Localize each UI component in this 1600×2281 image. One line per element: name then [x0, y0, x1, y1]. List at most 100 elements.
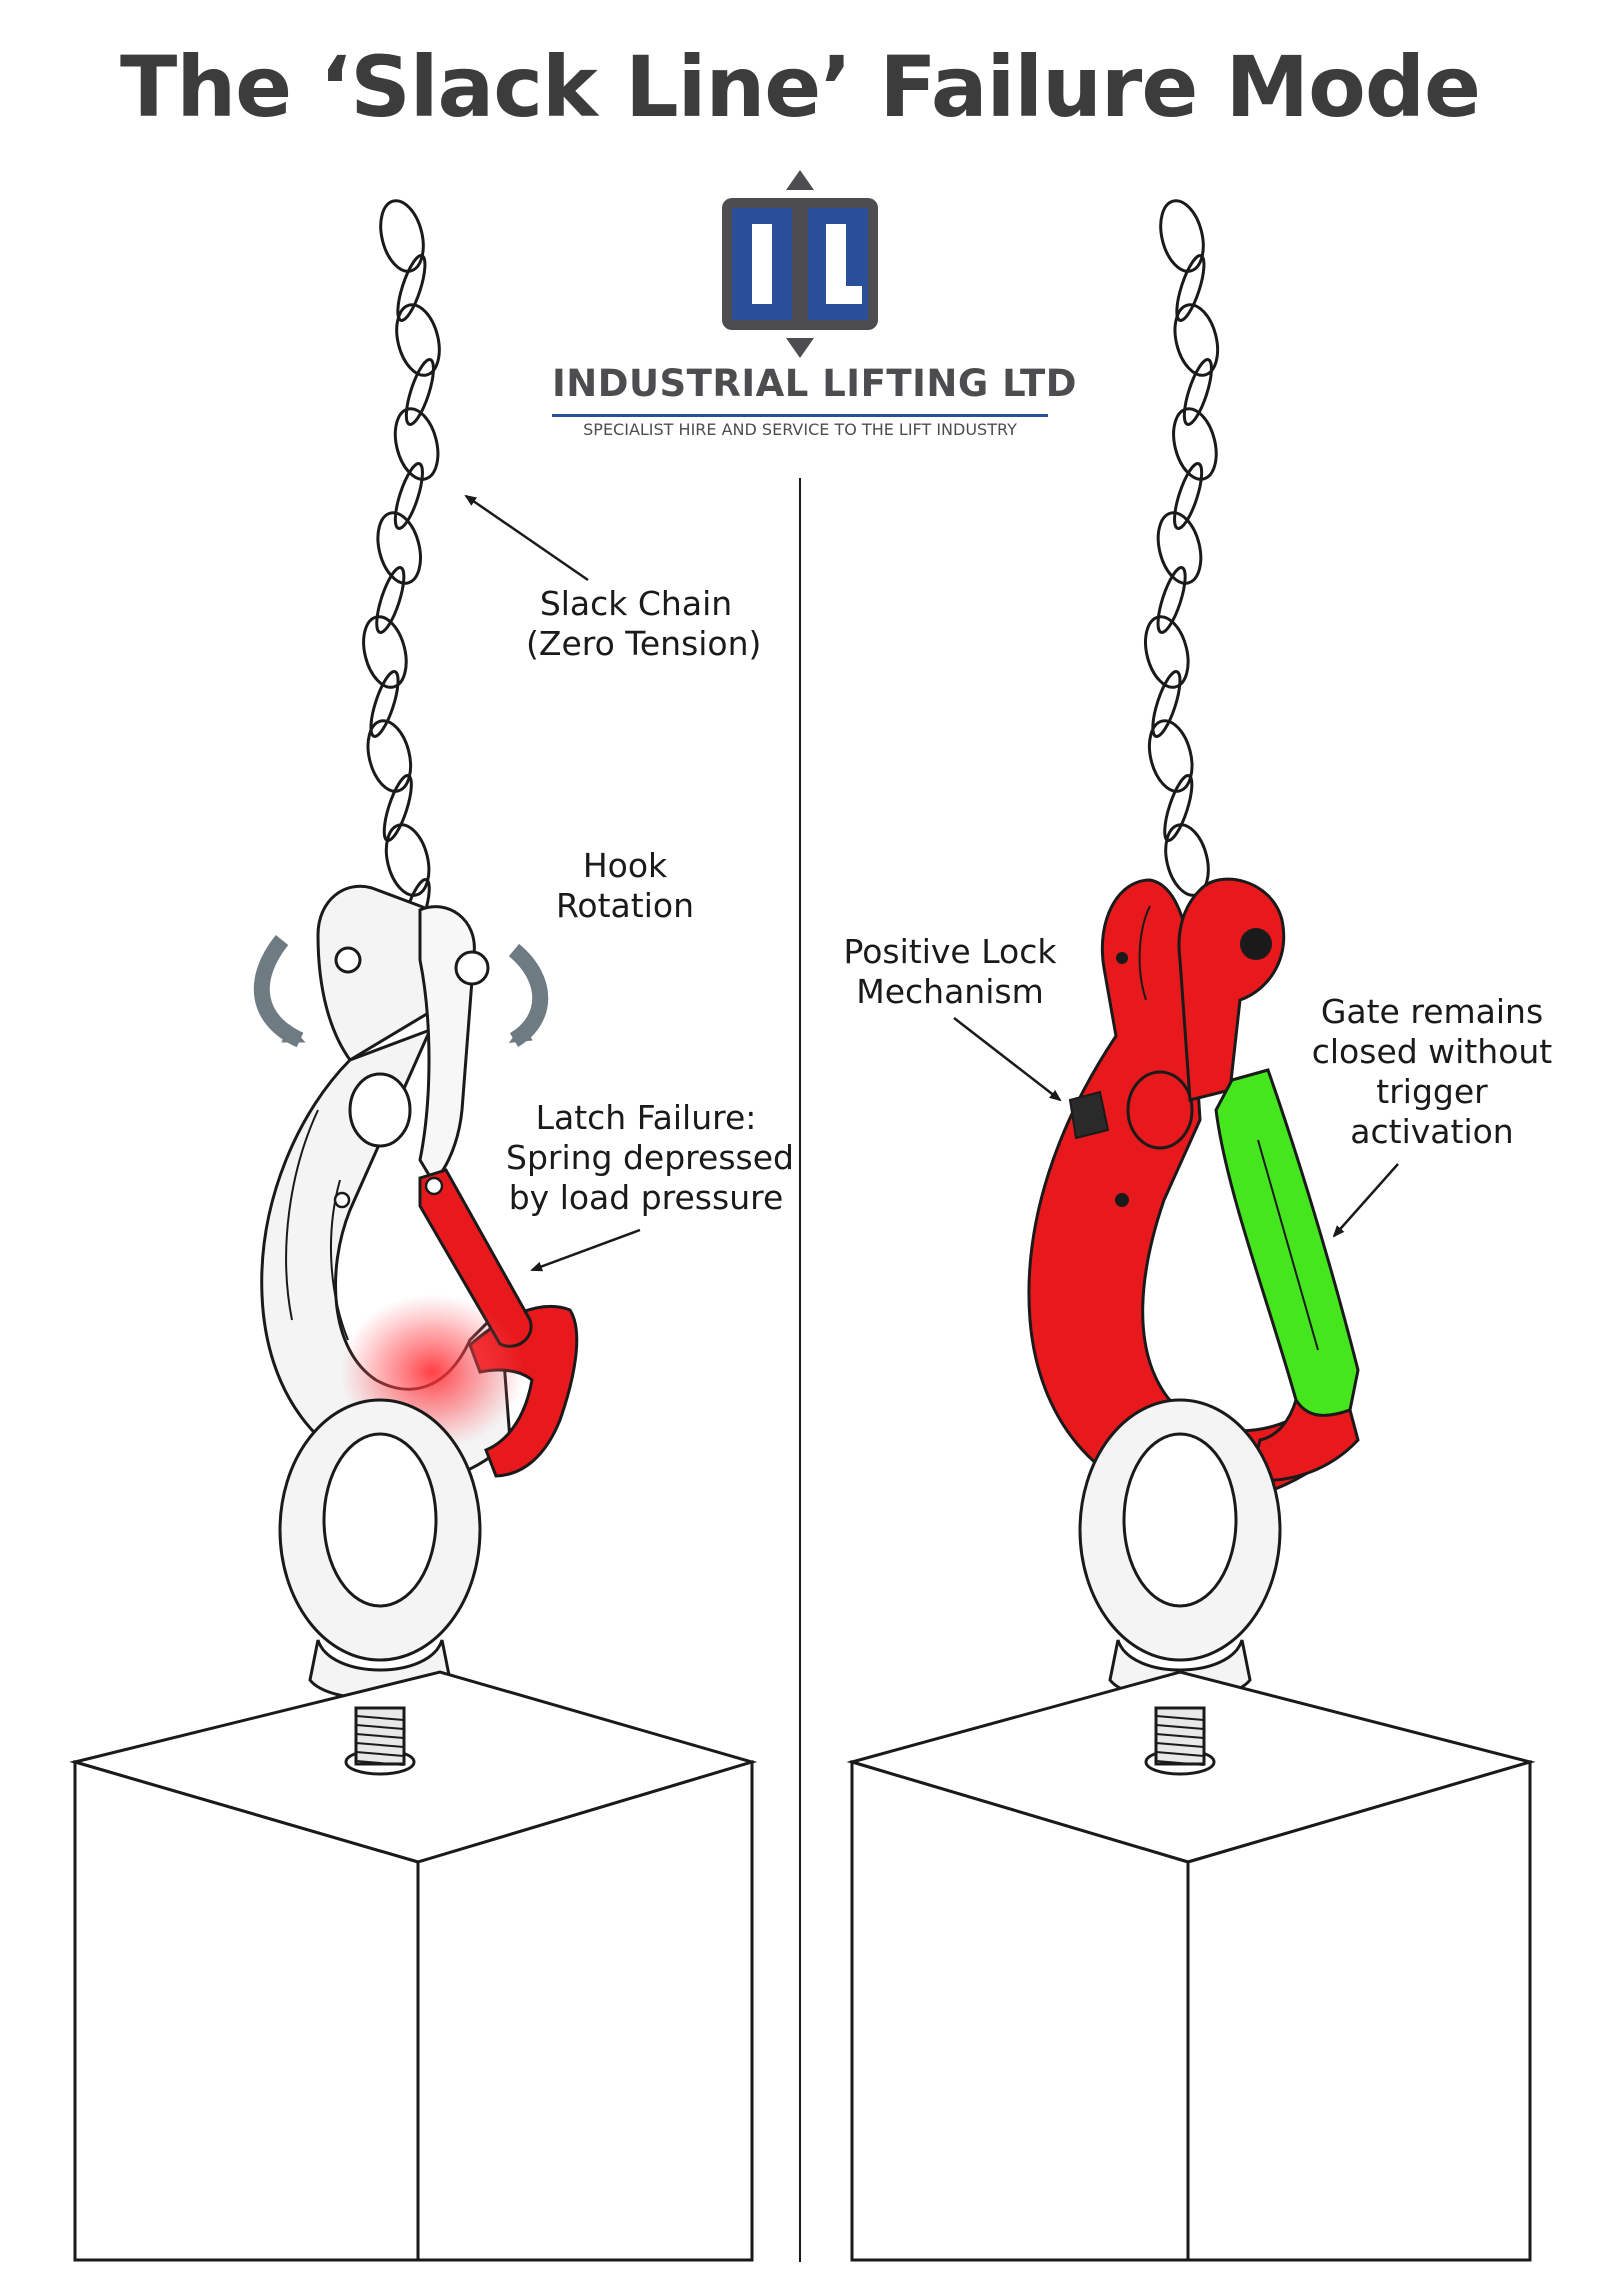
hook-rivet: [333, 1191, 351, 1209]
thread-line: [1155, 1751, 1205, 1757]
label-line: Hook: [582, 846, 668, 885]
body-hole: [1126, 1070, 1194, 1150]
chain-link-side: [1173, 462, 1204, 530]
label-line: Rotation: [555, 886, 694, 925]
hook-rear-plate: [418, 905, 476, 1182]
brand-name: INDUSTRIAL LIFTING LTD: [552, 362, 1077, 405]
chain-link: [395, 303, 441, 377]
label-gate: Gate remains closed without trigger acti…: [1296, 992, 1568, 1152]
thread-line: [355, 1742, 405, 1748]
label-positive-lock: Positive Lock Mechanism: [830, 932, 1070, 1012]
leader-latch: [530, 1228, 641, 1272]
thread-line: [355, 1760, 405, 1766]
chain-link: [1147, 719, 1194, 793]
eye-hole: [322, 1432, 438, 1608]
block-right-face: [1186, 1759, 1532, 2262]
thread-lines: [1155, 1715, 1205, 1766]
brand-rule: [552, 414, 1048, 417]
chain-link-side: [393, 462, 424, 530]
thread-line: [1155, 1742, 1205, 1748]
hook-rivet-2: [1115, 1193, 1129, 1207]
label-line: Slack Chain: [539, 584, 733, 623]
chain-link: [379, 199, 425, 273]
label-latch-failure: Latch Failure: Spring depressed by load …: [506, 1098, 794, 1218]
label-line: Gate remains: [1320, 992, 1544, 1031]
page-title: The ‘Slack Line’ Failure Mode: [120, 38, 1481, 136]
standard-hook: [260, 884, 579, 1483]
chain-right: [1144, 199, 1220, 897]
thread-line: [1155, 1724, 1205, 1730]
load-block-right: [846, 1670, 1536, 2262]
chain-link: [1172, 407, 1218, 481]
chain-link-side: [1156, 566, 1187, 634]
label-line: activation: [1350, 1112, 1514, 1151]
logo-letter-i: [752, 224, 772, 304]
safety-hook: [1027, 877, 1360, 1505]
chain-link-side: [1163, 774, 1194, 842]
logo-letter-l: [826, 224, 862, 304]
chain-link: [362, 615, 408, 689]
hook-edge-line: [1138, 905, 1151, 1001]
label-line: Latch Failure:: [535, 1098, 757, 1137]
leader-positive-lock: [953, 1017, 1062, 1102]
thread-line: [355, 1733, 405, 1739]
label-line: Spring depressed: [506, 1138, 794, 1177]
chain-link-side: [396, 254, 427, 322]
rotation-arrow-icon-left: [253, 935, 306, 1048]
chain-link: [1144, 615, 1190, 689]
chain-link-side: [404, 358, 435, 426]
label-line: Positive Lock: [843, 932, 1057, 971]
label-line: trigger: [1376, 1072, 1488, 1111]
label-slack-chain: Slack Chain (Zero Tension): [526, 584, 762, 664]
hook-hinge-pin: [454, 950, 490, 986]
up-arrow-icon: [786, 170, 814, 190]
gate-slot: [1257, 1139, 1319, 1351]
leader-slack-chain: [464, 494, 589, 582]
lock-trigger: [1068, 1090, 1110, 1140]
label-line: closed without: [1311, 1032, 1553, 1071]
chain-link: [384, 823, 431, 897]
hook-rivet: [1116, 952, 1128, 964]
rear-plate-red: [1177, 877, 1286, 1102]
eye-hole: [1122, 1432, 1238, 1608]
chain-link: [376, 511, 422, 585]
thread-line: [355, 1715, 405, 1721]
thread-line: [355, 1724, 405, 1730]
company-logo: [722, 170, 878, 358]
latch-pivot: [424, 1176, 444, 1196]
eye-bolt-left: [278, 1398, 482, 1782]
load-block-left: [69, 1670, 758, 2262]
chain-link-side: [1151, 670, 1182, 738]
chain-link: [366, 719, 413, 793]
chain-link-side: [1182, 358, 1213, 426]
thread-lines: [355, 1715, 405, 1766]
block-right-face: [416, 1759, 754, 2262]
leader-gate: [1332, 1163, 1399, 1238]
label-line: Mechanism: [856, 972, 1044, 1011]
down-arrow-icon: [786, 338, 814, 358]
swivel-pin: [334, 946, 362, 974]
slack-chain-left: [362, 199, 441, 946]
chain-link: [393, 407, 440, 481]
thread-line: [355, 1751, 405, 1757]
chain-link-side: [1175, 254, 1206, 322]
hook-tip-red: [1248, 1396, 1360, 1483]
brand-tagline: SPECIALIST HIRE AND SERVICE TO THE LIFT …: [583, 420, 1017, 439]
chain-link-side: [375, 566, 406, 634]
chain-link-side: [382, 774, 413, 842]
label-hook-rotation: Hook Rotation: [522, 846, 728, 926]
label-line: by load pressure: [508, 1178, 784, 1217]
chain-link: [1173, 303, 1220, 377]
thread-line: [1155, 1715, 1205, 1721]
label-line: (Zero Tension): [526, 624, 762, 663]
chain-link-side: [369, 670, 400, 738]
hook-body-hole: [348, 1072, 412, 1148]
thread-line: [1155, 1733, 1205, 1739]
thread-line: [1155, 1760, 1205, 1766]
chain-link: [1156, 511, 1203, 585]
hinge-pin: [1240, 928, 1272, 960]
chain-link: [1159, 199, 1205, 273]
rotation-arrow-icon-right: [508, 943, 549, 1047]
